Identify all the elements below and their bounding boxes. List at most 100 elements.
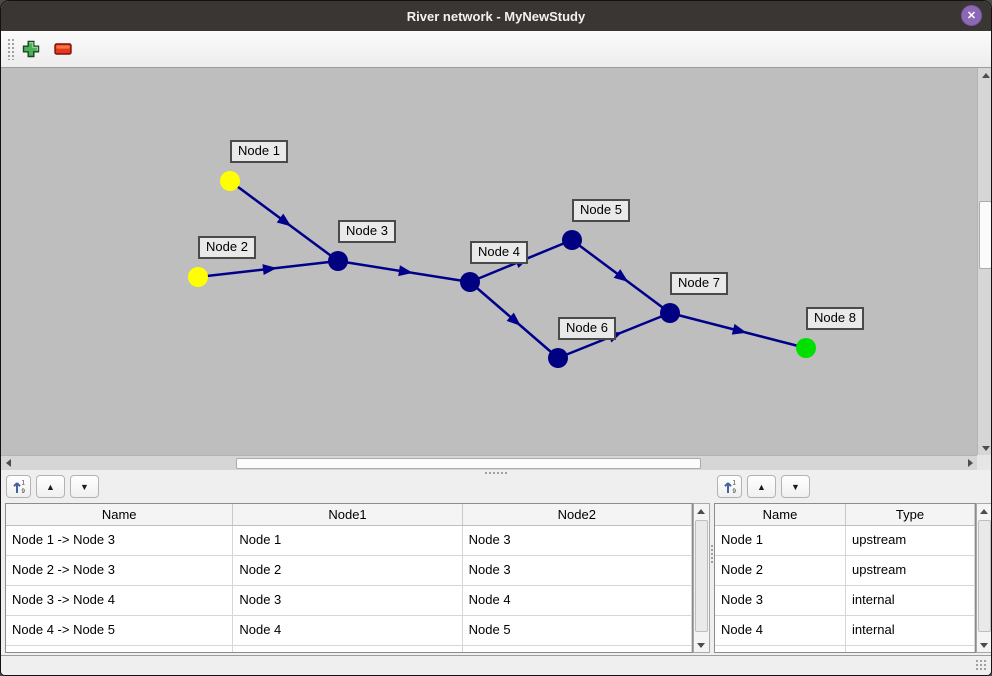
column-header[interactable]: Node1 — [233, 504, 463, 525]
river-node[interactable] — [548, 348, 568, 368]
river-node[interactable] — [220, 171, 240, 191]
column-header[interactable]: Node2 — [463, 504, 692, 525]
scroll-up-button[interactable] — [694, 504, 708, 518]
table-cell[interactable]: Node 3 — [463, 526, 692, 555]
flow-direction-arrow-icon — [506, 312, 521, 326]
nodes-move-up-button[interactable]: ▲ — [747, 475, 776, 498]
status-bar — [1, 655, 991, 675]
river-node[interactable] — [460, 272, 480, 292]
links-scroll-thumb[interactable] — [695, 520, 708, 632]
scroll-right-button[interactable] — [963, 456, 977, 470]
node-label[interactable]: Node 8 — [806, 307, 864, 330]
table-cell[interactable]: Node 1 -> Node 3 — [6, 526, 234, 555]
down-triangle-icon: ▼ — [791, 481, 800, 492]
table-cell[interactable]: upstream — [846, 556, 975, 585]
toolbar-drag-handle[interactable] — [7, 38, 15, 60]
scrollbar-corner — [977, 455, 991, 470]
node-label[interactable]: Node 3 — [338, 220, 396, 243]
nodes-sort-button[interactable]: 1 9 — [717, 475, 742, 498]
sort-1-9-icon: 1 9 — [723, 481, 736, 494]
node-label[interactable]: Node 7 — [670, 272, 728, 295]
scroll-down-button[interactable] — [979, 441, 991, 455]
node-label[interactable]: Node 6 — [558, 317, 616, 340]
river-node[interactable] — [188, 267, 208, 287]
scroll-left-button[interactable] — [1, 456, 15, 470]
arrow-down-icon — [697, 642, 705, 648]
table-cell[interactable]: Node 3 — [463, 556, 692, 585]
table-cell[interactable]: Node 2 -> Node 3 — [6, 556, 234, 585]
table-cell[interactable]: Node 4 — [233, 616, 463, 645]
scroll-up-button[interactable] — [979, 68, 991, 82]
table-cell[interactable]: Node 3 — [715, 586, 846, 615]
table-cell[interactable]: Node 1 — [715, 526, 846, 555]
table-cell[interactable]: internal — [846, 616, 975, 645]
links-move-down-button[interactable]: ▼ — [70, 475, 99, 498]
scroll-down-button[interactable] — [694, 638, 708, 652]
table-row[interactable] — [715, 646, 975, 652]
links-sort-button[interactable]: 1 9 — [6, 475, 31, 498]
table-cell[interactable]: Node 2 — [233, 556, 463, 585]
resize-grip-icon[interactable] — [975, 659, 988, 672]
table-cell[interactable]: Node 4 — [715, 616, 846, 645]
close-button[interactable]: ✕ — [961, 5, 982, 26]
minus-icon — [54, 43, 72, 55]
table-cell[interactable]: Node 5 — [463, 616, 692, 645]
table-cell[interactable]: upstream — [846, 526, 975, 555]
table-cell[interactable] — [6, 646, 234, 652]
canvas-vertical-scrollbar[interactable] — [977, 68, 991, 455]
scroll-up-button[interactable] — [977, 504, 991, 518]
table-cell[interactable] — [233, 646, 463, 652]
flow-direction-arrow-icon — [731, 323, 747, 335]
title-bar: River network - MyNewStudy ✕ — [1, 1, 991, 31]
remove-node-button[interactable] — [53, 39, 73, 59]
river-node[interactable] — [796, 338, 816, 358]
river-node[interactable] — [328, 251, 348, 271]
table-cell[interactable] — [463, 646, 692, 652]
column-header[interactable]: Name — [6, 504, 234, 525]
panel-splitter[interactable] — [1, 470, 991, 476]
table-cell[interactable]: Node 4 — [463, 586, 692, 615]
nodes-move-down-button[interactable]: ▼ — [781, 475, 810, 498]
table-pane-divider[interactable] — [710, 544, 714, 564]
canvas-horizontal-scrollbar[interactable] — [1, 455, 977, 470]
node-label[interactable]: Node 1 — [230, 140, 288, 163]
node-label[interactable]: Node 2 — [198, 236, 256, 259]
column-header[interactable]: Type — [846, 504, 975, 525]
table-cell[interactable]: internal — [846, 586, 975, 615]
nodes-table-scrollbar[interactable] — [976, 503, 991, 653]
column-header[interactable]: Name — [715, 504, 846, 525]
table-cell[interactable]: Node 3 -> Node 4 — [6, 586, 234, 615]
table-cell[interactable] — [715, 646, 846, 652]
river-node[interactable] — [562, 230, 582, 250]
arrow-right-icon — [967, 459, 973, 467]
table-cell[interactable]: Node 3 — [233, 586, 463, 615]
node-label[interactable]: Node 4 — [470, 241, 528, 264]
table-row[interactable] — [6, 646, 692, 652]
table-cell[interactable]: Node 1 — [233, 526, 463, 555]
table-cell[interactable] — [846, 646, 975, 652]
add-node-button[interactable] — [21, 39, 41, 59]
node-label[interactable]: Node 5 — [572, 199, 630, 222]
nodes-scroll-thumb[interactable] — [978, 520, 991, 632]
links-table-scrollbar[interactable] — [693, 503, 710, 653]
canvas-vscroll-thumb[interactable] — [979, 201, 991, 269]
links-move-up-button[interactable]: ▲ — [36, 475, 65, 498]
table-cell[interactable]: Node 2 — [715, 556, 846, 585]
svg-text:1: 1 — [732, 481, 736, 487]
canvas-hscroll-thumb[interactable] — [236, 458, 701, 469]
scroll-down-button[interactable] — [977, 638, 991, 652]
flow-direction-arrow-icon — [262, 264, 277, 276]
river-node[interactable] — [660, 303, 680, 323]
table-cell[interactable]: Node 4 -> Node 5 — [6, 616, 234, 645]
river-network-canvas[interactable]: Node 1 Node 2 Node 3 Node 4 Node 5 Node 6 Node… — [1, 68, 977, 455]
